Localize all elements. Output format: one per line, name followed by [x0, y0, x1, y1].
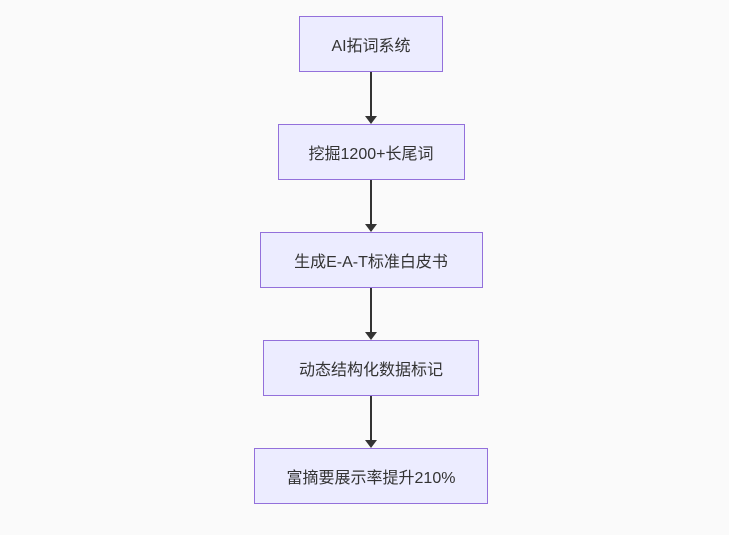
flow-node-label: 动态结构化数据标记 [298, 362, 443, 379]
flow-node-longtail-mining: 挖掘1200+长尾词 [277, 124, 465, 180]
arrowhead-down-icon [365, 116, 377, 124]
flow-node-label: AI拓词系统 [331, 38, 411, 55]
flow-node-rich-snippet-result: 富摘要展示率提升210% [254, 448, 488, 504]
flow-node-eat-whitepaper: 生成E-A-T标准白皮书 [259, 232, 483, 288]
arrow-line [370, 396, 372, 440]
arrowhead-down-icon [365, 440, 377, 448]
arrow-connector [365, 288, 377, 340]
flow-node-label: 挖掘1200+长尾词 [308, 146, 434, 163]
arrow-line [370, 180, 372, 224]
arrow-connector [365, 396, 377, 448]
arrow-connector [365, 72, 377, 124]
flow-node-structured-data-markup: 动态结构化数据标记 [263, 340, 479, 396]
flow-node-label: 富摘要展示率提升210% [286, 470, 456, 487]
arrow-line [370, 288, 372, 332]
arrow-line [370, 72, 372, 116]
flow-node-label: 生成E-A-T标准白皮书 [294, 254, 448, 271]
flow-node-ai-keyword-system: AI拓词系统 [299, 16, 443, 72]
arrow-connector [365, 180, 377, 232]
flowchart-column: AI拓词系统 挖掘1200+长尾词 生成E-A-T标准白皮书 动态结构化数据标记 [254, 16, 488, 504]
arrowhead-down-icon [365, 224, 377, 232]
arrowhead-down-icon [365, 332, 377, 340]
